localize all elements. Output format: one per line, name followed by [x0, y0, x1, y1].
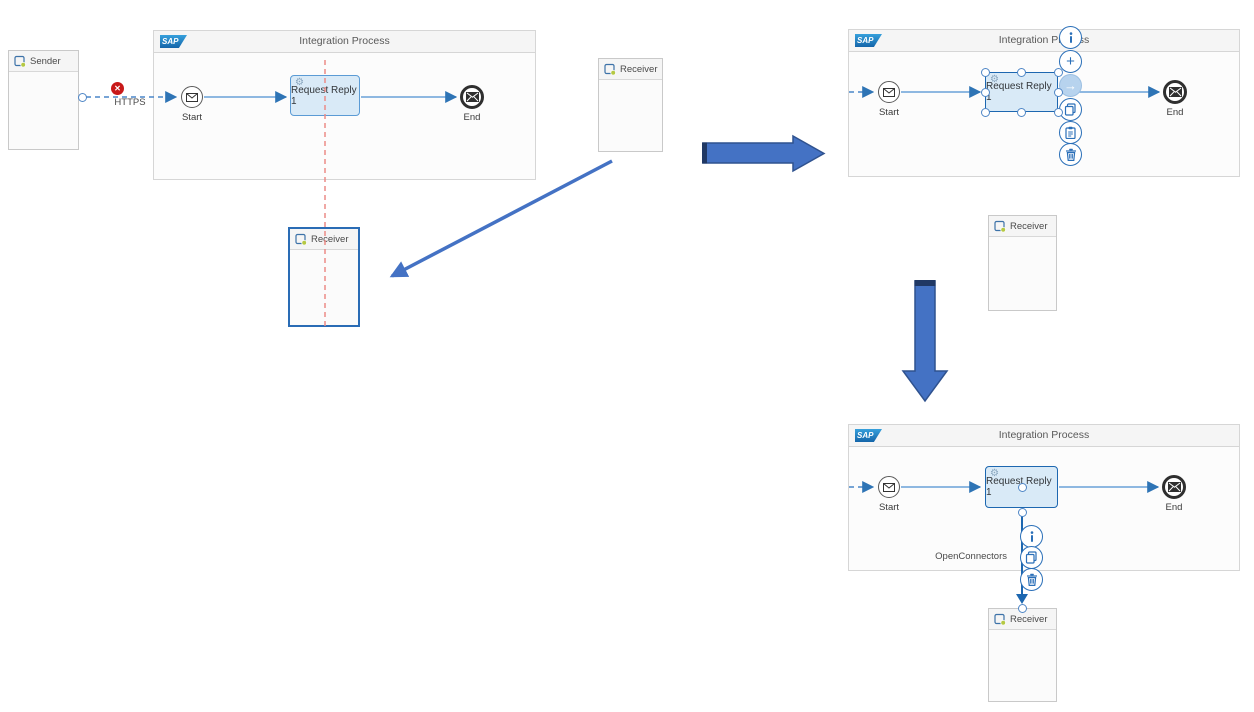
panel-header: SAP Integration Process [849, 30, 1239, 52]
connector-target-handle[interactable] [1017, 603, 1027, 613]
sender-participant[interactable]: Sender [8, 50, 79, 150]
info-icon[interactable] [1020, 525, 1043, 548]
receiver-participant-right[interactable]: Receiver [988, 215, 1057, 311]
tutorial-down-arrow [901, 280, 949, 403]
trash-glyph [1026, 573, 1037, 586]
resize-handle-s[interactable] [1017, 107, 1026, 117]
participant-header: Receiver [290, 229, 358, 250]
gear-icon: ⚙ [990, 468, 999, 479]
panel-title: Integration Process [998, 429, 1090, 441]
start-label: Start [878, 107, 900, 118]
resize-handle-e[interactable] [1053, 87, 1063, 97]
request-reply-step[interactable]: ⚙ Request Reply 1 [985, 466, 1058, 508]
participant-label: Receiver [1010, 613, 1048, 625]
sap-logo: SAP [855, 34, 882, 47]
start-event[interactable] [878, 81, 900, 103]
gear-icon: ⚙ [990, 74, 999, 85]
participant-header: Receiver [989, 609, 1056, 630]
end-label: End [463, 112, 481, 123]
gear-icon: ⚙ [295, 77, 304, 88]
resize-handle-ne[interactable] [1053, 67, 1063, 77]
participant-icon [604, 63, 616, 75]
task-label: Request Reply 1 [986, 81, 1052, 103]
end-event[interactable] [1163, 80, 1187, 104]
info-glyph [1069, 32, 1072, 43]
participant-icon [14, 55, 26, 67]
receiver-connector-arrowhead [1016, 594, 1028, 604]
panel-header: SAP Integration Process [154, 31, 535, 53]
envelope-icon [465, 92, 479, 102]
resize-handle-n[interactable] [1017, 67, 1026, 77]
participant-header: Receiver [989, 216, 1056, 237]
copy-glyph [1064, 103, 1076, 116]
participant-icon [994, 613, 1006, 625]
start-event[interactable] [878, 476, 900, 498]
participant-label: Receiver [620, 63, 658, 75]
end-label: End [1166, 107, 1184, 118]
envelope-icon [186, 92, 198, 102]
sap-logo: SAP [160, 35, 187, 48]
task-label: Request Reply 1 [291, 84, 357, 107]
sap-logo: SAP [855, 429, 882, 442]
end-label: End [1165, 502, 1183, 513]
start-label: Start [181, 112, 203, 123]
panel-header: SAP Integration Process [849, 425, 1239, 447]
end-event[interactable] [1162, 475, 1186, 499]
connector-source-handle[interactable] [1017, 507, 1027, 517]
envelope-icon [1168, 87, 1182, 97]
receiver-participant-top[interactable]: Receiver [598, 58, 663, 152]
trash-glyph [1065, 148, 1076, 161]
resize-handle-w[interactable] [980, 87, 990, 97]
https-label: HTTPS [114, 97, 146, 108]
info-icon[interactable] [1059, 26, 1082, 49]
tutorial-right-arrow [702, 134, 826, 173]
connector-drag-handle[interactable] [1017, 482, 1027, 492]
panel-title: Integration Process [299, 35, 390, 47]
copy-icon[interactable] [1020, 546, 1043, 569]
resize-handle-sw[interactable] [980, 107, 990, 117]
participant-label: Receiver [311, 233, 349, 245]
panel-title: Integration Process [998, 34, 1090, 46]
resize-handle-nw[interactable] [980, 67, 990, 77]
connection-start-handle[interactable] [78, 93, 87, 102]
envelope-icon [883, 87, 895, 97]
envelope-icon [883, 482, 895, 492]
end-event[interactable] [460, 85, 484, 109]
request-reply-step-selected[interactable]: ⚙ Request Reply 1 [985, 72, 1058, 112]
task-label: Request Reply 1 [986, 476, 1052, 498]
paste-icon[interactable] [1059, 121, 1082, 144]
copy-glyph [1025, 551, 1037, 564]
participant-icon [295, 233, 307, 245]
envelope-icon [1167, 482, 1181, 492]
start-label: Start [878, 502, 900, 513]
receiver-participant-bottom[interactable]: Receiver [988, 608, 1057, 702]
info-glyph [1030, 531, 1033, 542]
participant-label: Receiver [1010, 220, 1048, 232]
participant-header: Sender [9, 51, 78, 72]
connector-name-label: OpenConnectors [935, 551, 1007, 562]
resize-handle-se[interactable] [1053, 107, 1063, 117]
paste-glyph [1065, 126, 1076, 139]
delete-icon[interactable] [1020, 568, 1043, 591]
participant-label: Sender [30, 55, 61, 67]
error-badge-icon[interactable]: ✕ [111, 82, 124, 95]
delete-icon[interactable] [1059, 143, 1082, 166]
request-reply-step[interactable]: ⚙ Request Reply 1 [290, 75, 360, 116]
participant-header: Receiver [599, 59, 662, 80]
receiver-participant-middle[interactable]: Receiver [288, 227, 360, 327]
start-event[interactable] [181, 86, 203, 108]
add-icon[interactable]: + [1059, 50, 1082, 73]
participant-icon [994, 220, 1006, 232]
